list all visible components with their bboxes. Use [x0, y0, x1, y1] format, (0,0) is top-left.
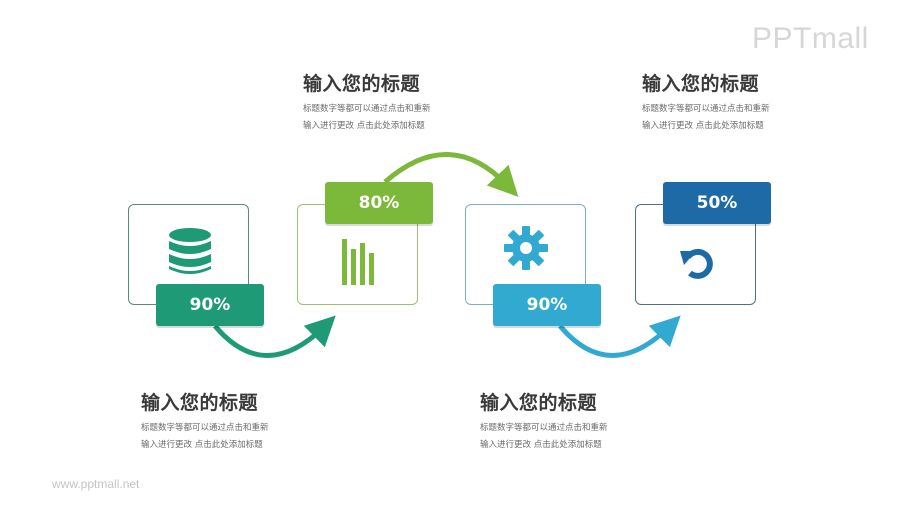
step-2-desc: 标题数字等都可以通过点击和重新 输入进行更改 点击此处添加标题	[303, 101, 503, 135]
step-4-desc-line2: 输入进行更改 点击此处添加标题	[642, 121, 764, 131]
step-3-desc-line2: 输入进行更改 点击此处添加标题	[480, 440, 602, 450]
step-3-title: 输入您的标题	[480, 392, 598, 414]
arrow-step2-to-step3	[383, 152, 519, 197]
step-1-text: 输入您的标题 标题数字等都可以通过点击和重新 输入进行更改 点击此处添加标题	[141, 391, 341, 454]
step-3-percent-badge: 90%	[493, 284, 601, 326]
step-1-percent-badge: 90%	[156, 284, 264, 326]
step-2-text: 输入您的标题 标题数字等都可以通过点击和重新 输入进行更改 点击此处添加标题	[303, 72, 503, 135]
footer-url: www.pptmall.net	[52, 477, 140, 491]
step-1-desc-line1: 标题数字等都可以通过点击和重新	[141, 423, 269, 433]
pptmall-logo: PPTmall	[752, 22, 869, 55]
step-4-title: 输入您的标题	[642, 73, 760, 95]
step-3-desc: 标题数字等都可以通过点击和重新 输入进行更改 点击此处添加标题	[480, 420, 680, 454]
step-1-title: 输入您的标题	[141, 392, 259, 414]
step-4-text: 输入您的标题 标题数字等都可以通过点击和重新 输入进行更改 点击此处添加标题	[642, 72, 842, 135]
step-3-text: 输入您的标题 标题数字等都可以通过点击和重新 输入进行更改 点击此处添加标题	[480, 391, 680, 454]
bar-chart-icon	[342, 239, 374, 285]
gear-icon	[504, 226, 548, 270]
step-4-desc-line1: 标题数字等都可以通过点击和重新	[642, 104, 770, 114]
step-2-desc-line2: 输入进行更改 点击此处添加标题	[303, 121, 425, 131]
step-1-desc-line2: 输入进行更改 点击此处添加标题	[141, 440, 263, 450]
step-2-percent-badge: 80%	[325, 182, 433, 224]
step-1-desc: 标题数字等都可以通过点击和重新 输入进行更改 点击此处添加标题	[141, 420, 341, 454]
arrow-step1-to-step2	[213, 315, 336, 358]
arrow-step3-to-step4	[558, 315, 681, 358]
step-3-desc-line1: 标题数字等都可以通过点击和重新	[480, 423, 608, 433]
step-4-percent-badge: 50%	[663, 182, 771, 224]
refresh-icon	[680, 248, 713, 279]
step-2-title: 输入您的标题	[303, 73, 421, 95]
step-4-desc: 标题数字等都可以通过点击和重新 输入进行更改 点击此处添加标题	[642, 101, 842, 135]
step-2-desc-line1: 标题数字等都可以通过点击和重新	[303, 104, 431, 114]
database-icon	[169, 228, 211, 274]
